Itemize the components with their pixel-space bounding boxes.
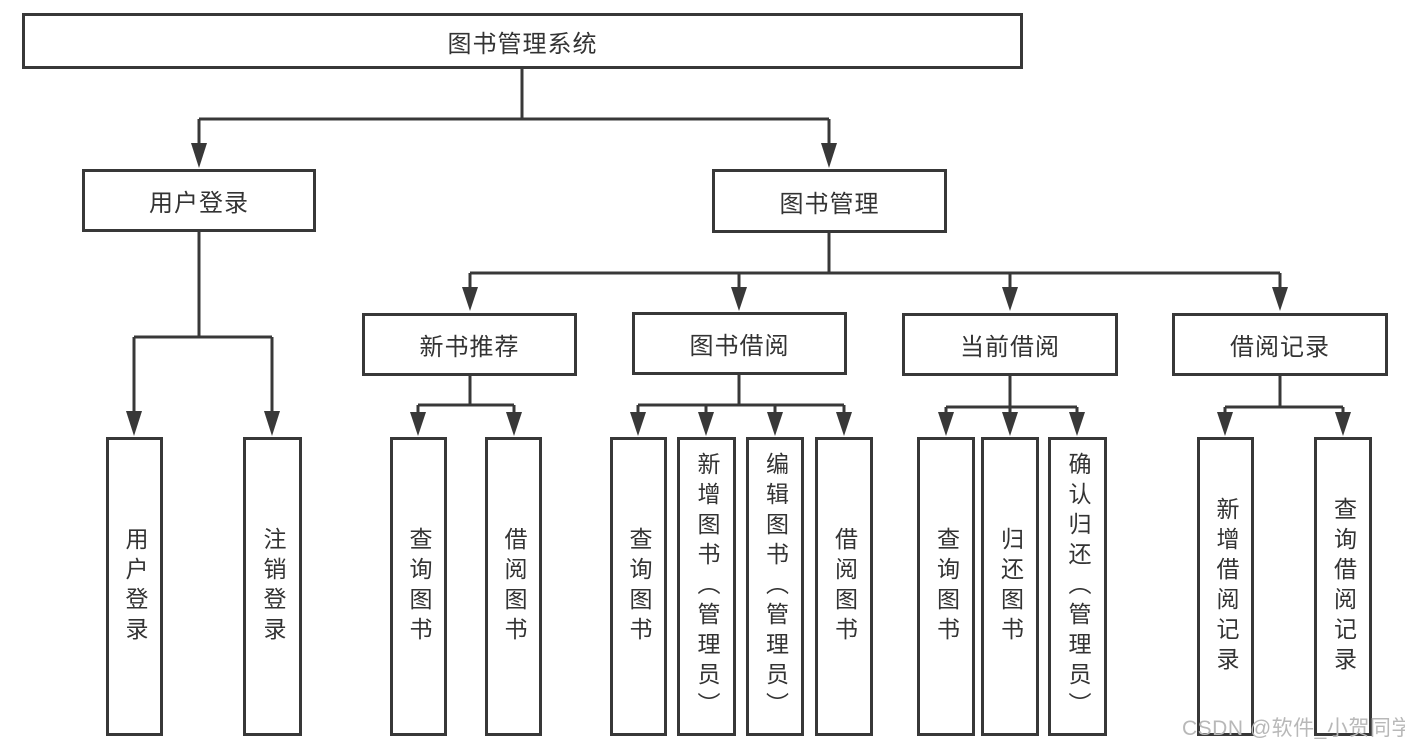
node-label: 确认归还（管理员）	[1065, 451, 1091, 722]
node-leaf-rec-query-books: 查询图书	[390, 437, 447, 736]
node-leaf-cur-confirm-return: 确认归还（管理员）	[1048, 437, 1107, 736]
node-leaf-query-borrow-record: 查询借阅记录	[1314, 437, 1372, 736]
node-label: 新书推荐	[419, 334, 520, 361]
node-leaf-bor-query-books: 查询图书	[610, 437, 667, 736]
node-label: 当前借阅	[960, 334, 1060, 361]
node-label: 用户登录	[122, 526, 148, 647]
node-label: 查询图书	[626, 526, 652, 647]
node-leaf-add-borrow-record: 新增借阅记录	[1197, 437, 1254, 736]
node-leaf-user-login: 用户登录	[106, 437, 163, 736]
node-leaf-cur-query-books: 查询图书	[917, 437, 975, 736]
node-label: 查询图书	[406, 526, 432, 647]
node-label: 图书借阅	[689, 333, 790, 360]
node-leaf-bor-borrow-books: 借阅图书	[815, 437, 873, 736]
node-label: 新增借阅记录	[1213, 496, 1239, 677]
node-leaf-cur-return-books: 归还图书	[981, 437, 1039, 736]
node-leaf-rec-borrow-books: 借阅图书	[485, 437, 542, 736]
node-label: 借阅记录	[1230, 334, 1330, 361]
node-label: 编辑图书（管理员）	[762, 451, 789, 722]
node-borrow-records: 借阅记录	[1172, 313, 1388, 376]
node-label: 借阅图书	[501, 526, 527, 647]
node-leaf-bor-edit-books: 编辑图书（管理员）	[746, 437, 804, 736]
node-label: 归还图书	[997, 526, 1024, 647]
node-label: 用户登录	[149, 190, 249, 217]
node-leaf-logout: 注销登录	[243, 437, 302, 736]
node-leaf-bor-add-books: 新增图书（管理员）	[677, 437, 736, 736]
node-book-management: 图书管理	[712, 169, 947, 233]
node-label: 新增图书（管理员）	[694, 451, 720, 722]
node-new-book-recommend: 新书推荐	[362, 313, 577, 376]
csdn-watermark: CSDN @软件_小贺同学	[1182, 717, 1405, 740]
node-user-login-branch: 用户登录	[82, 169, 316, 232]
node-label: 注销登录	[260, 526, 286, 647]
node-label: 查询借阅记录	[1330, 496, 1357, 677]
node-label: 借阅图书	[831, 526, 858, 647]
node-book-borrowing: 图书借阅	[632, 312, 847, 375]
node-label: 图书管理	[779, 190, 880, 218]
node-current-borrowing: 当前借阅	[902, 313, 1118, 376]
node-label: 查询图书	[933, 526, 960, 647]
node-label: 图书管理系统	[447, 30, 598, 58]
node-library-system: 图书管理系统	[22, 13, 1023, 69]
